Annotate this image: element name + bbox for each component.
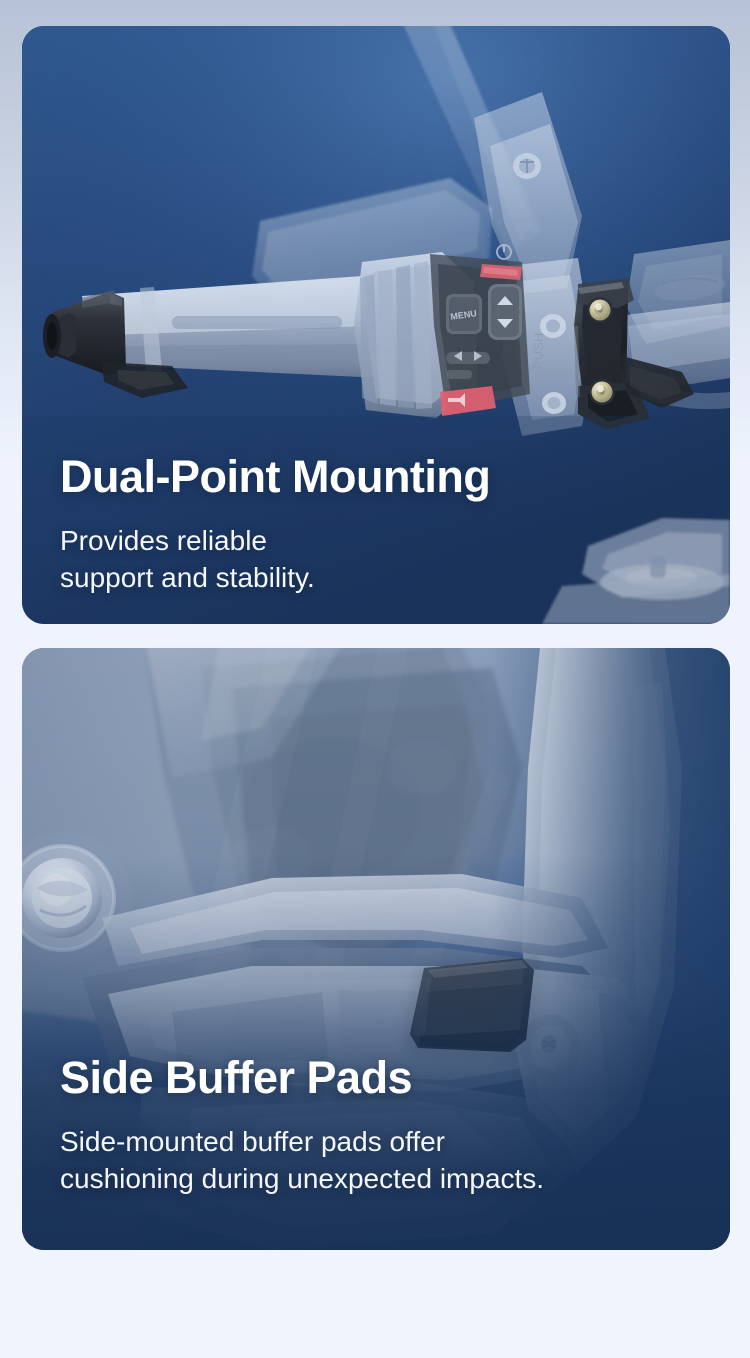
- card-text-block-buffer: Side Buffer Pads Side-mounted buffer pad…: [60, 1055, 700, 1198]
- description-line-2: cushioning during unexpected impacts.: [60, 1163, 545, 1195]
- handlebar-product-photo: PUSH: [22, 26, 730, 624]
- description-line-1: Provides reliable: [60, 525, 267, 556]
- card-title-dual-point-mounting: Dual-Point Mounting: [60, 451, 491, 502]
- description-line-2: support and stability.: [60, 561, 315, 593]
- card-description-side-buffer-pads: Side-mounted buffer pads offer cushionin…: [60, 1124, 700, 1198]
- card-title-side-buffer-pads: Side Buffer Pads: [60, 1052, 413, 1104]
- card-description-dual-point-mounting: Provides reliable support and stability.: [60, 523, 700, 597]
- feature-card-side-buffer-pads: Side Buffer Pads Side-mounted buffer pad…: [22, 648, 730, 1250]
- description-line-1: Side-mounted buffer pads offer: [60, 1126, 445, 1158]
- card-text-block-mounting: Dual-Point Mounting Provides reliable su…: [60, 454, 700, 597]
- feature-card-dual-point-mounting: PUSH: [22, 26, 730, 624]
